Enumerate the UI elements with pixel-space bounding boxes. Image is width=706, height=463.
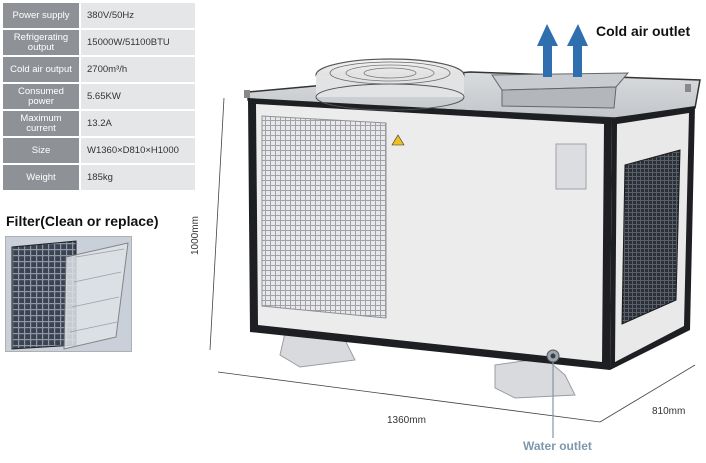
filter-title: Filter(Clean or replace) (6, 213, 159, 229)
spec-label: Weight (3, 164, 81, 192)
filter-illustration (6, 237, 131, 351)
table-row: Size W1360×D810×H1000 (3, 137, 195, 165)
depth-dimension-line (599, 364, 696, 423)
corner-tab (244, 90, 250, 98)
table-row: Maximum current 13.2A (3, 110, 195, 138)
table-row: Cold air output 2700m³/h (3, 56, 195, 84)
spec-value: 2700m³/h (80, 56, 195, 84)
spec-label: Refrigerating output (3, 29, 81, 57)
side-filter-grille (621, 149, 681, 325)
cold-air-outlet-label: Cold air outlet (596, 23, 691, 39)
corner-tab (685, 84, 691, 92)
spec-label: Size (3, 137, 81, 165)
spec-value: W1360×D810×H1000 (80, 137, 195, 165)
spec-label: Cold air output (3, 56, 81, 84)
spec-value: 185kg (80, 164, 195, 192)
height-dimension-line (209, 97, 225, 351)
spec-label: Maximum current (3, 110, 81, 138)
spec-table: Power supply 380V/50Hz Refrigerating out… (3, 3, 195, 192)
name-plate (555, 143, 587, 190)
spec-value: 5.65KW (80, 83, 195, 111)
warning-icon (391, 134, 405, 146)
depth-dimension-label: 810mm (652, 406, 686, 417)
spec-value: 13.2A (80, 110, 195, 138)
spec-value: 15000W/51100BTU (80, 29, 195, 57)
spec-label: Power supply (3, 3, 81, 30)
spec-value: 380V/50Hz (80, 3, 195, 30)
table-row: Weight 185kg (3, 164, 195, 192)
water-outlet-label: Water outlet (523, 439, 592, 453)
front-grille (261, 115, 387, 319)
table-row: Consumed power 5.65KW (3, 83, 195, 111)
filter-inset-image (5, 236, 132, 352)
width-dimension-line (217, 371, 601, 423)
cold-air-arrows (537, 24, 588, 77)
spec-label: Consumed power (3, 83, 81, 111)
table-row: Refrigerating output 15000W/51100BTU (3, 29, 195, 57)
height-dimension-label: 1000mm (190, 216, 201, 255)
table-row: Power supply 380V/50Hz (3, 3, 195, 30)
width-dimension-label: 1360mm (387, 415, 426, 426)
